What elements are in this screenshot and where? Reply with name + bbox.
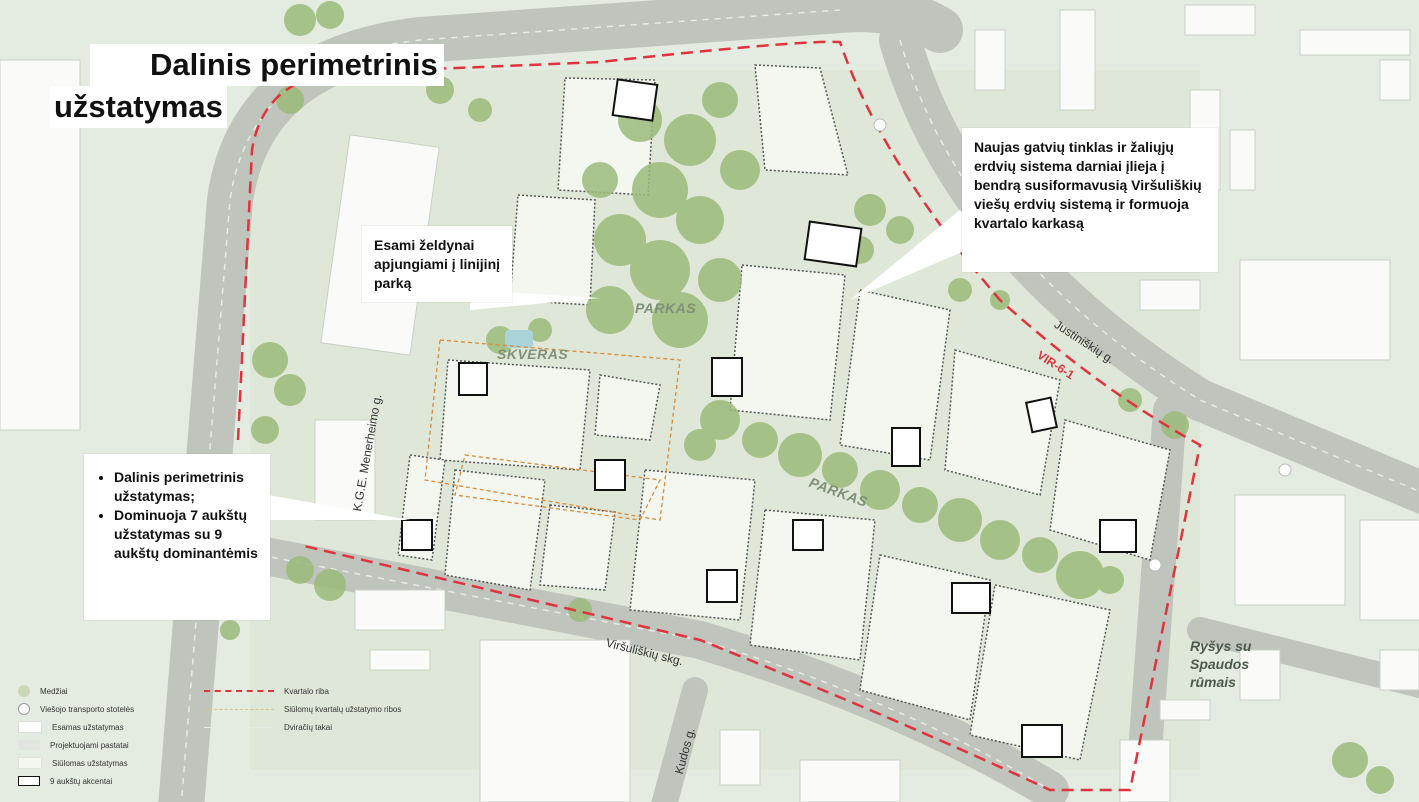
square-boundary (424, 339, 681, 521)
square-label: SKVERAS (497, 346, 569, 362)
legend-label: Viešojo transporto stotelės (40, 704, 135, 714)
trees (220, 1, 1394, 794)
page-title: Dalinis perimetrinis užstatymas (50, 44, 444, 128)
legend-label: Projektuojami pastatai (50, 740, 129, 750)
legend-label: 9 aukštų akcentai (50, 776, 113, 786)
bullet-item: Dominuoja 7 aukštų užstatymas su 9 aukšt… (114, 506, 258, 563)
title-line-1: Dalinis perimetrinis (90, 44, 444, 86)
legend-item-designed: Projektuojami pastatai (18, 738, 129, 752)
legend-item-existing: Esamas užstatymas (18, 720, 124, 734)
bike-path-line-icon (204, 726, 274, 728)
legend-item-proposed: Siūlomas užstatymas (18, 756, 128, 770)
designed-building-swatch-icon (18, 740, 40, 750)
transit-stop-icon (18, 703, 30, 715)
legend-label: Siūlomų kvartalų užstatymo ribos (284, 704, 402, 714)
legend-item-transit: Viešojo transporto stotelės (18, 702, 134, 716)
legend-item-accent: 9 aukštų akcentai (18, 774, 112, 788)
legend-item-bike: Dviračių takai (204, 720, 332, 734)
proposed-boundary-line-icon (204, 708, 274, 710)
legend: Medžiai Viešojo transporto stotelės Esam… (18, 682, 498, 800)
legend-item-trees: Medžiai (18, 684, 68, 698)
proposed-building-swatch-icon (18, 757, 42, 769)
transit-stops (873, 118, 1292, 572)
link-label: Ryšys su Spaudos rūmais (1190, 638, 1252, 690)
legend-label: Kvartalo riba (284, 686, 329, 696)
callout-network: Naujas gatvių tinklas ir žaliųjų erdvių … (962, 128, 1218, 272)
callout-bullets: Dalinis perimetrinis užstatymas; Dominuo… (84, 454, 270, 620)
title-line-2: užstatymas (50, 86, 227, 128)
existing-building-swatch-icon (18, 721, 42, 733)
callout-greenery: Esami želdynai apjungiami į linijinį par… (362, 226, 512, 302)
park-label-north: PARKAS (635, 300, 697, 316)
legend-label: Siūlomas užstatymas (52, 758, 128, 768)
pond (505, 330, 533, 348)
boundary-line-icon (204, 690, 274, 692)
accent-swatch-icon (18, 776, 40, 786)
bullet-item: Dalinis perimetrinis užstatymas; (114, 468, 258, 506)
nine-storey-accents (401, 78, 1137, 758)
tree-swatch-icon (18, 685, 30, 697)
legend-label: Esamas užstatymas (52, 722, 124, 732)
legend-label: Dviračių takai (284, 722, 333, 732)
legend-label: Medžiai (40, 686, 68, 696)
legend-item-proposed-boundaries: Siūlomų kvartalų užstatymo ribos (204, 702, 401, 716)
legend-item-boundary: Kvartalo riba (204, 684, 329, 698)
